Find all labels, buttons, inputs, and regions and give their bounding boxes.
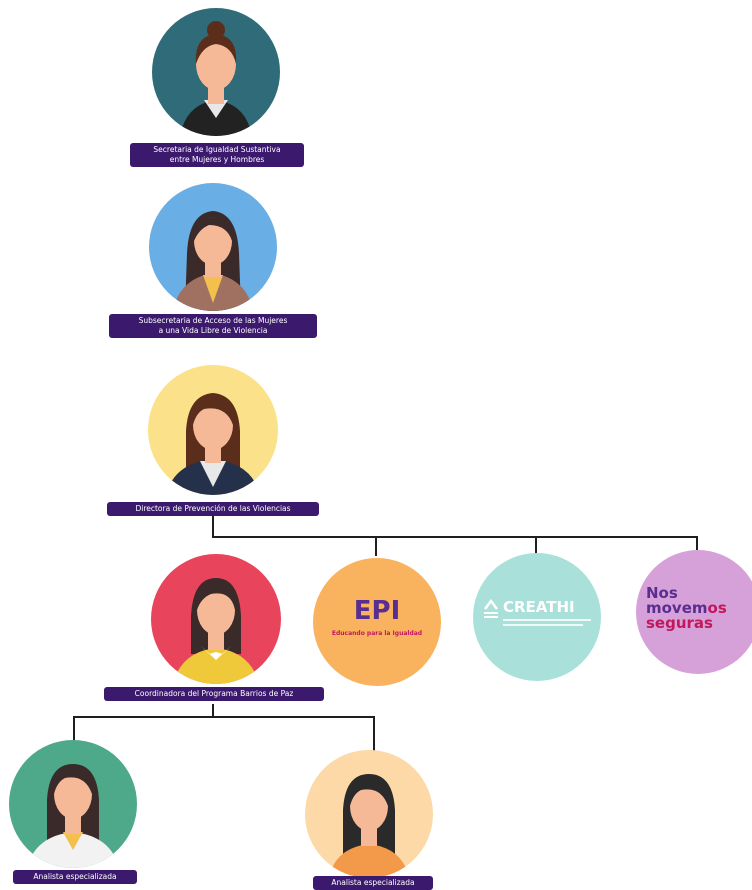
directora-avatar [148, 365, 278, 495]
nos-line3: seguras [646, 614, 713, 632]
nos-line2-s: s [717, 599, 727, 617]
epi-logo: EPI Educando para la Igualdad [313, 558, 441, 686]
analista2-label: Analista especializada [313, 876, 433, 890]
nos-line1: Nos [646, 584, 678, 602]
subsecretaria-label: Subsecretaria de Acceso de las Mujeres a… [109, 314, 317, 338]
creathi-icon [484, 599, 498, 618]
connector-nos [696, 536, 698, 550]
analista1-label: Analista especializada [13, 870, 137, 884]
creathi-tagline-line [503, 624, 583, 626]
nos-line2: movemos [646, 601, 727, 616]
connector-epi [375, 536, 377, 556]
secretaria-label: Secretaria de Igualdad Sustantiva entre … [130, 143, 304, 167]
directora-label: Directora de Prevención de las Violencia… [107, 502, 319, 516]
connector-horizontal-programs [212, 536, 698, 538]
epi-subtitle: Educando para la Igualdad [331, 630, 423, 637]
connector-creathi [535, 536, 537, 554]
connector-horizontal-analistas [73, 716, 375, 718]
subsecretaria-avatar [149, 183, 277, 311]
creathi-logo: CREATHI [473, 553, 601, 681]
creathi-tagline-line [503, 619, 591, 621]
connector-analista1 [73, 716, 75, 742]
analista2-avatar [305, 750, 433, 878]
nos-line2-text: movem [646, 599, 708, 617]
coordinadora-label: Coordinadora del Programa Barrios de Paz [104, 687, 324, 701]
creathi-title: CREATHI [503, 598, 575, 616]
analista1-avatar [9, 740, 137, 868]
connector-coordinadora-down [212, 704, 214, 718]
nos-movemos-logo: Nos movemos seguras [636, 550, 752, 674]
connector-analista2 [373, 716, 375, 756]
female-symbol-icon: o [707, 599, 718, 617]
coordinadora-avatar [151, 554, 281, 684]
connector-directora-down [212, 516, 214, 538]
epi-title: EPI [353, 596, 401, 626]
secretaria-avatar [152, 8, 280, 136]
